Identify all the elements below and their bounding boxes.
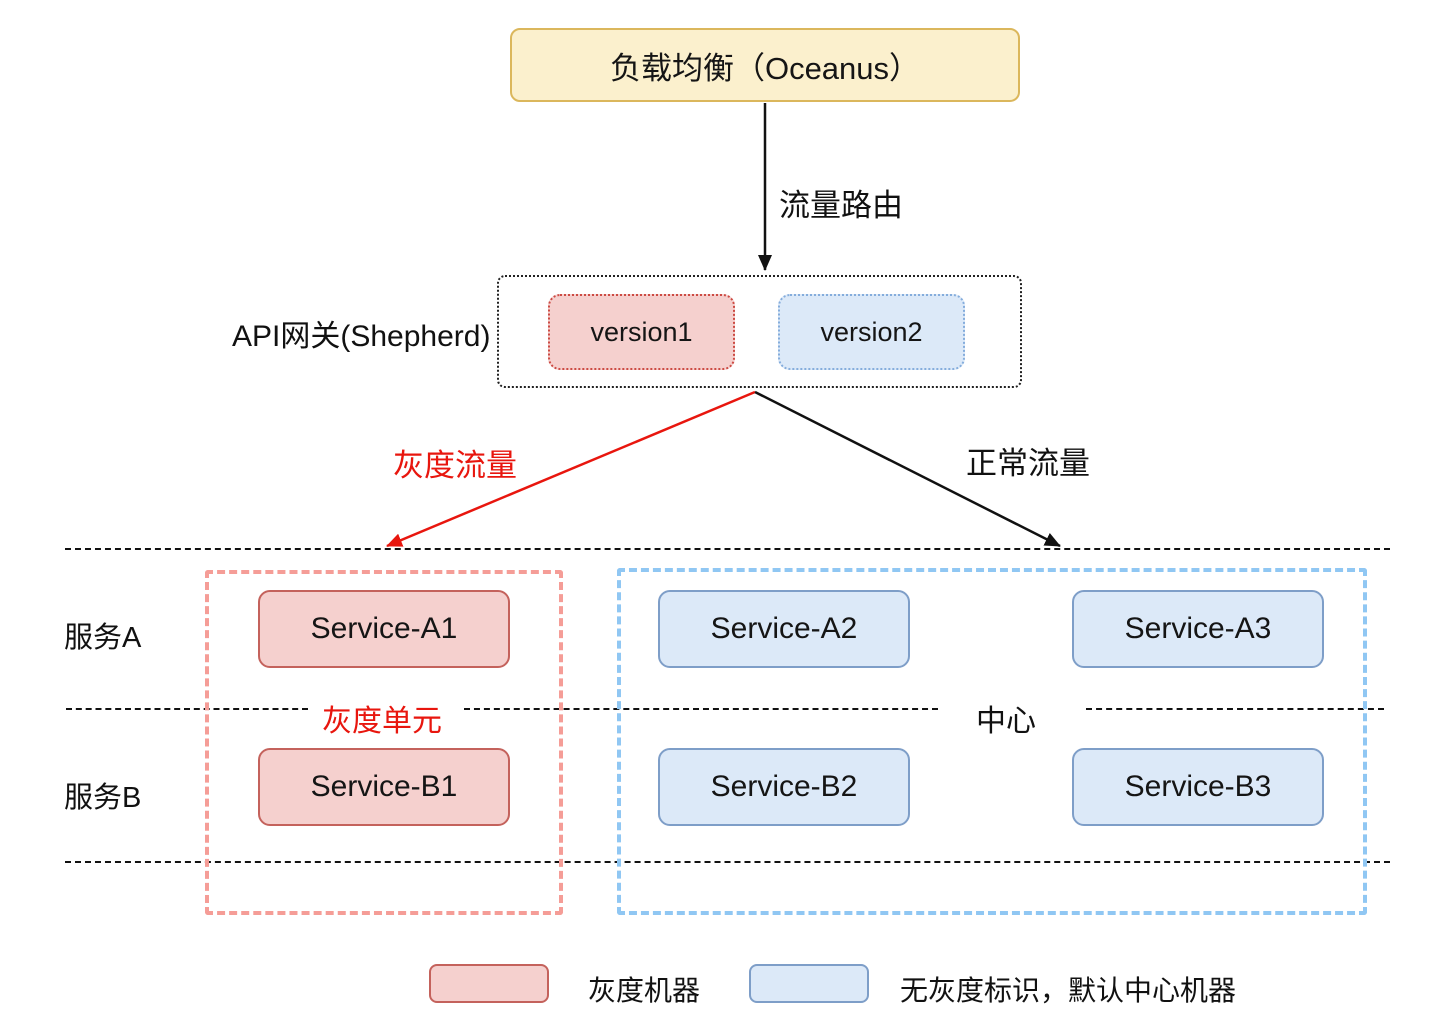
gray-unit-group-label: 灰度单元 [322, 705, 442, 738]
service-a3-node: Service-A3 [1072, 590, 1324, 668]
gray-traffic-edge-label: 灰度流量 [393, 448, 517, 483]
service-b3-node: Service-B3 [1072, 748, 1324, 826]
gray-unit-group [205, 570, 563, 915]
separator-line-middle-right [1086, 708, 1384, 710]
separator-line-bottom [65, 861, 1390, 863]
legend-blue-label: 无灰度标识，默认中心机器 [900, 975, 1237, 1006]
load-balancer-node: 负载均衡（Oceanus） [510, 28, 1020, 102]
separator-line-middle-center [464, 708, 938, 710]
service-b1-node: Service-B1 [258, 748, 510, 826]
service-b2-node: Service-B2 [658, 748, 910, 826]
service-a1-node: Service-A1 [258, 590, 510, 668]
row-label-service-b: 服务B [64, 782, 142, 814]
legend-gray-label: 灰度机器 [588, 975, 701, 1006]
route-edge-label: 流量路由 [779, 188, 903, 223]
service-a2-node: Service-A2 [658, 590, 910, 668]
separator-line-top [65, 548, 1390, 550]
row-label-service-a: 服务A [64, 622, 142, 654]
api-gateway-container [497, 275, 1022, 388]
center-group-label: 中心 [976, 705, 1036, 738]
center-group [617, 568, 1367, 915]
api-gateway-label: API网关(Shepherd) [232, 320, 491, 353]
gateway-version1-node: version1 [548, 294, 735, 370]
normal-traffic-edge-label: 正常流量 [966, 446, 1090, 481]
legend-blue-swatch [749, 964, 869, 1003]
gateway-version2-node: version2 [778, 294, 965, 370]
legend-gray-swatch [429, 964, 549, 1003]
separator-line-middle-left [66, 708, 308, 710]
